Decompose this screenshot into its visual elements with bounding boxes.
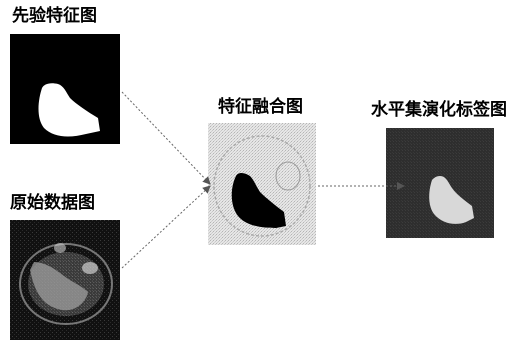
raw-data-map-image	[10, 220, 120, 340]
arrow-prior-to-fusion	[121, 91, 211, 185]
label-shape-region	[429, 176, 474, 224]
arrow-raw-to-fusion	[121, 185, 211, 269]
fusion-shape-region	[231, 173, 286, 228]
label-raw-data-map: 原始数据图	[10, 193, 95, 213]
label-level-set-evolution-label-map: 水平集演化标签图	[371, 100, 507, 120]
level-set-evolution-label-map-image	[386, 128, 494, 238]
prior-shape-region	[38, 83, 100, 137]
label-feature-fusion-map: 特征融合图	[218, 97, 303, 117]
label-prior-feature-map: 先验特征图	[12, 6, 97, 26]
prior-feature-map-image	[10, 34, 120, 144]
raw-organ-region	[30, 262, 88, 311]
feature-fusion-map-image	[208, 123, 316, 245]
